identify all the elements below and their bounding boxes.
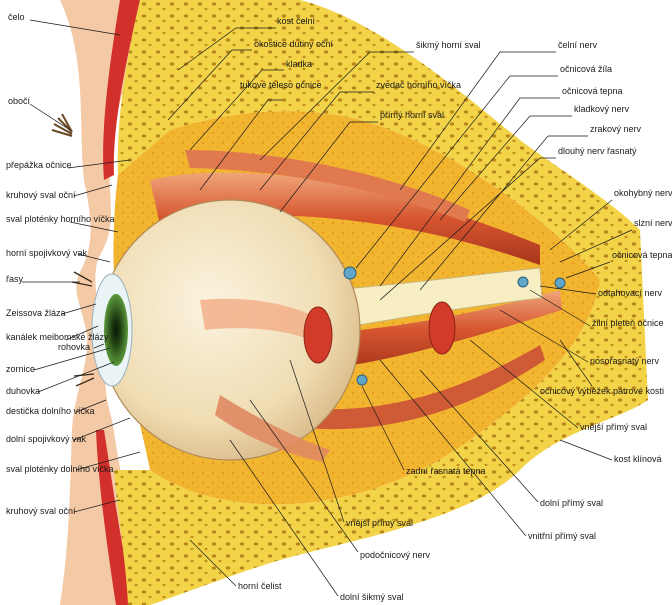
label-kost-celni: kost čelní — [277, 16, 316, 26]
vessel-3 — [555, 278, 565, 288]
label-ocnicovy-vybezek: očnicový výběžek patrové kosti — [540, 386, 664, 396]
label-zilni-plet: žilní pleteň očnice — [592, 318, 664, 328]
label-kost-klinova: kost klínová — [614, 454, 662, 464]
label-ocnicova-tepna-top: očnicová tepna — [562, 86, 623, 96]
label-horni-spojivkovy-vak: horní spojivkový vak — [6, 248, 88, 258]
label-sval-plotenky-dolniho: sval ploténky dolního víčka — [6, 464, 114, 474]
label-rohovka: rohovka — [58, 342, 90, 352]
label-ocnicova-zila: očnicová žíla — [560, 64, 612, 74]
label-zadni-rasnata-tepna: zadní řasnatá tepna — [406, 466, 486, 476]
label-nosorasnaty-nerv: nosořasnatý nerv — [590, 356, 660, 366]
iris — [104, 294, 128, 366]
label-zornice: zornice — [6, 364, 35, 374]
label-ocnicova-tepna-right: očnicová tepna — [612, 250, 672, 260]
label-kladka: kladka — [286, 59, 312, 69]
label-prepazka-ocnice: přepážka očnice — [6, 160, 72, 170]
label-kanalek: kanálek meibomské žlázy — [6, 332, 109, 342]
label-vnitrni-primy-sval: vnitřní přímý sval — [528, 531, 596, 541]
label-zrakovy-nerv: zrakový nerv — [590, 124, 642, 134]
vessel-1 — [344, 267, 356, 279]
label-rasy: řasy — [6, 274, 24, 284]
label-zvedac: zvedač horního víčka — [376, 80, 461, 90]
leader-kost-klinova — [560, 440, 612, 460]
label-horni-celist: horní čelist — [238, 581, 282, 591]
label-vnejsi-primy-sval-right: vnější přímý sval — [580, 422, 647, 432]
vessel-4 — [357, 375, 367, 385]
illustration — [52, 0, 648, 605]
label-vnejsi-primy-sval-bottom: vnější přímý sval — [346, 518, 413, 528]
label-desticka-dolniho-vicka: destička dolního víčka — [6, 406, 95, 416]
label-sval-plotenky-horniho: sval ploténky horního víčka — [6, 214, 115, 224]
label-celo: čelo — [8, 12, 25, 22]
label-sikmy-horni-sval: šikmý horní sval — [416, 40, 481, 50]
label-okohybny-nerv: okohybný nerv — [614, 188, 672, 198]
label-zeissova-zlaza: Zeissova žláza — [6, 308, 66, 318]
label-kruhovy-sval-ocni-lower: kruhový sval oční — [6, 506, 76, 516]
vessel-2 — [518, 277, 528, 287]
label-oboci: obočí — [8, 96, 31, 106]
label-dolni-spojivkovy-vak: dolní spojivkový vak — [6, 434, 87, 444]
label-dlouhy-nerv-rasnaty: dlouhý nerv řasnatý — [558, 146, 637, 156]
label-odtahovaci-nerv: odtahovací nerv — [598, 288, 663, 298]
cut-muscle-end-2 — [429, 302, 455, 354]
label-okostice: okostice dutiny oční — [254, 39, 334, 49]
label-podocnicovy-nerv: podočnicový nerv — [360, 550, 431, 560]
label-tukove-teleso: tukové těleso očnice — [240, 80, 322, 90]
label-kladkovy-nerv: kladkový nerv — [574, 104, 630, 114]
label-duhovka: duhovka — [6, 386, 40, 396]
label-primy-horni-sval: přímý horní sval — [380, 110, 444, 120]
label-kruhovy-sval-ocni-upper: kruhový sval oční — [6, 190, 76, 200]
label-celni-nerv: čelní nerv — [558, 40, 598, 50]
label-dolni-sikmy-sval: dolní šikmý sval — [340, 592, 404, 602]
label-slzni-nerv: slzní nerv — [634, 218, 672, 228]
cut-muscle-end-1 — [304, 307, 332, 363]
label-dolni-primy-sval: dolní přímý sval — [540, 498, 603, 508]
